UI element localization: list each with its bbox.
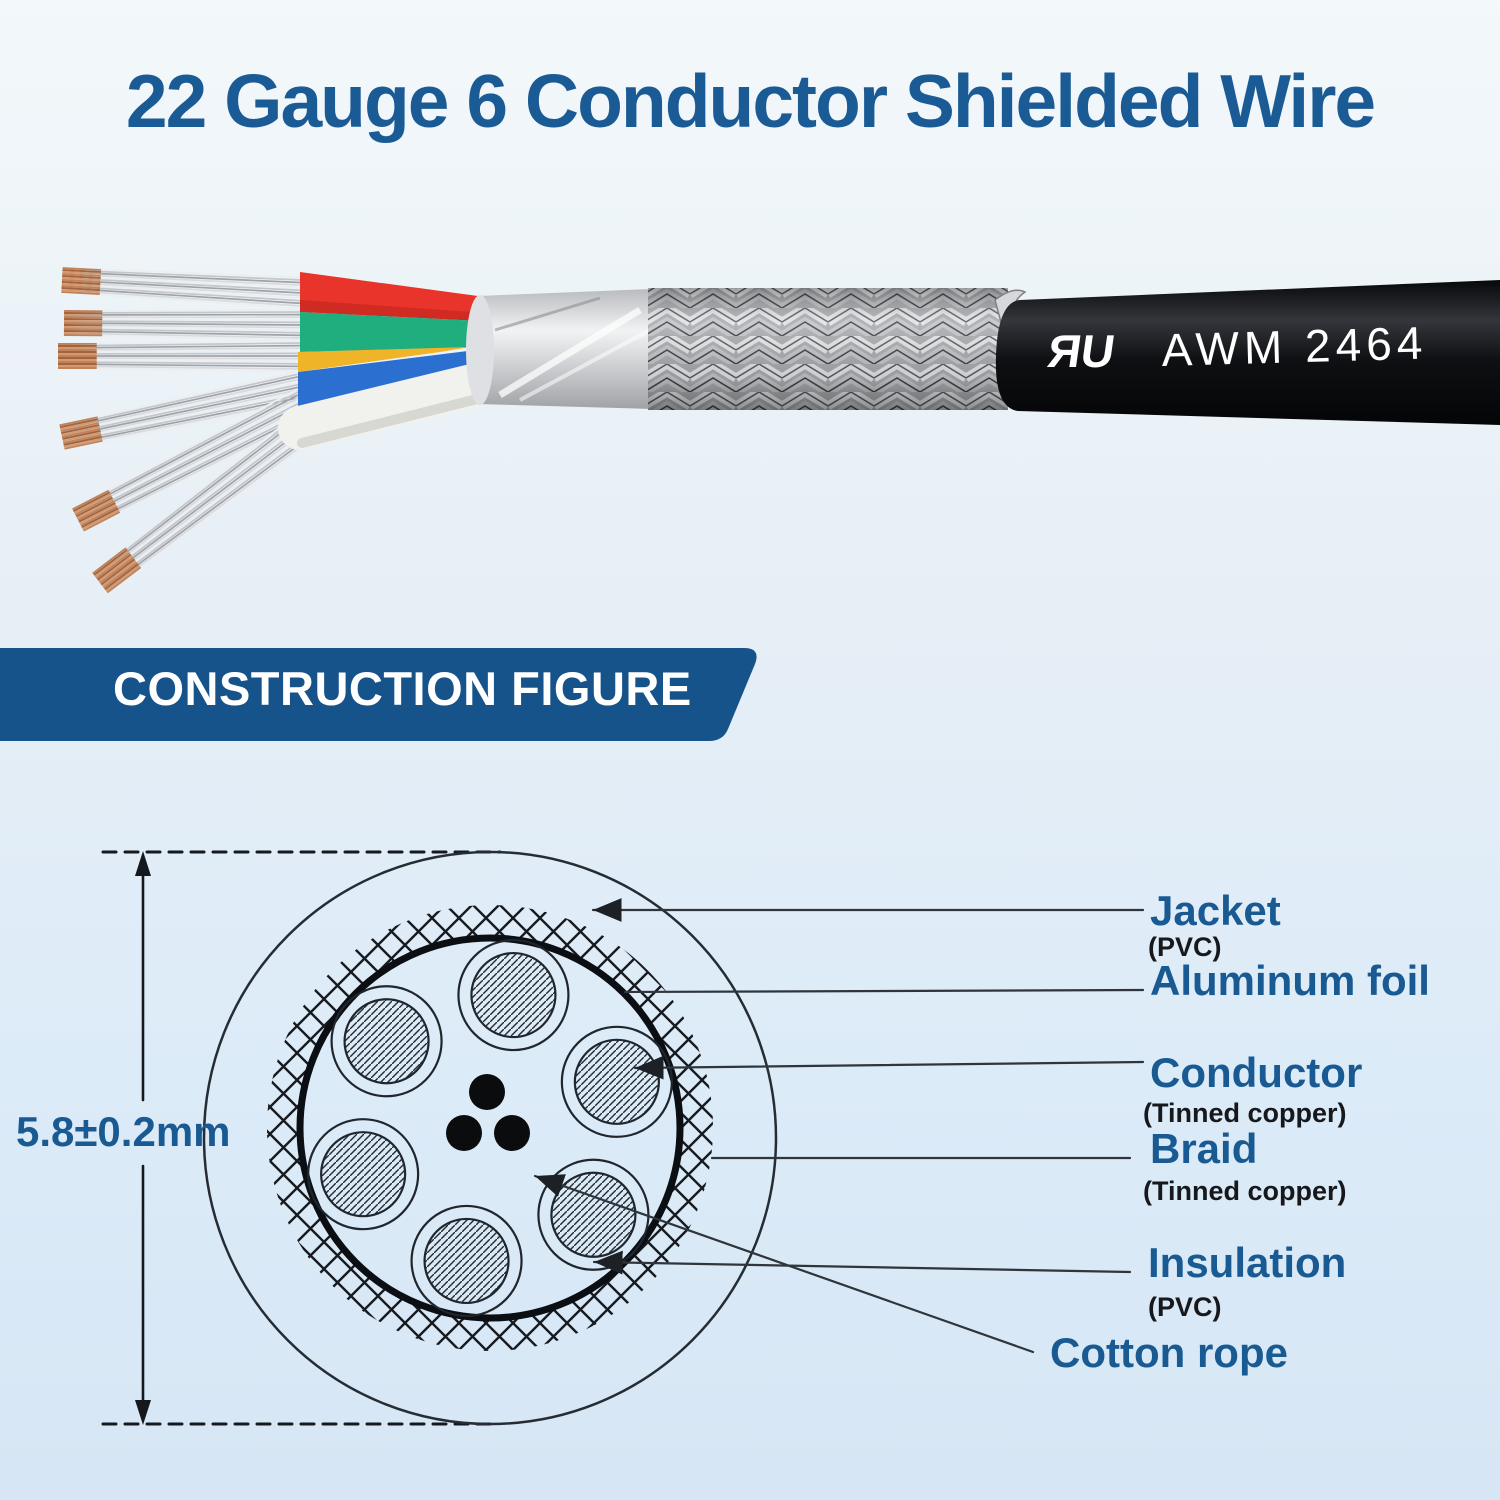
cable-photo: ЯU AWM 2464 [57,267,1500,594]
conductor-fan [278,272,527,450]
conductor-green [300,312,500,352]
figure-conductors [307,938,673,1318]
dimension-label: 5.8±0.2mm [16,1108,231,1155]
leader-cotton-rope [533,1174,1035,1354]
leader-insulation [592,1250,1132,1275]
jacket-print-text: AWM 2464 [1161,317,1428,376]
label-insulation: Insulation [1148,1239,1347,1286]
label-aluminum-foil: Aluminum foil [1150,957,1430,1004]
foil-wrap [466,289,652,409]
braid-shield [648,288,1047,410]
conductor-white-shade [297,387,510,448]
page-title: 22 Gauge 6 Conductor Shielded Wire [125,59,1376,143]
dimension-lines [101,850,502,1426]
label-braid-material: (Tinned copper) [1143,1176,1347,1206]
label-cotton-rope: Cotton rope [1050,1329,1288,1376]
figure-foil-circle [296,934,684,1322]
leader-conductor [633,1055,1145,1080]
leader-aluminum-foil [623,988,1145,994]
label-insulation-material: (PVC) [1148,1292,1222,1322]
label-braid: Braid [1150,1125,1258,1172]
section-banner-label: CONSTRUCTION FIGURE [113,662,692,715]
figure-cotton-rope-dots [446,1074,530,1151]
conductor-yellow [298,347,470,372]
jacket-sleeve: ЯU AWM 2464 [995,280,1500,425]
label-jacket-material: (PVC) [1148,932,1222,962]
section-banner-shape [0,648,757,741]
ul-recognized-icon: ЯU [1045,325,1119,377]
label-conductor-material: (Tinned copper) [1143,1098,1347,1128]
figure-jacket-circle [202,850,778,1426]
strand-bundles [57,267,318,594]
label-jacket: Jacket [1150,887,1281,934]
construction-figure [101,850,1145,1426]
conductor-red-shade [300,300,500,322]
figure-braid-ring [267,905,713,1351]
label-conductor: Conductor [1150,1049,1363,1096]
